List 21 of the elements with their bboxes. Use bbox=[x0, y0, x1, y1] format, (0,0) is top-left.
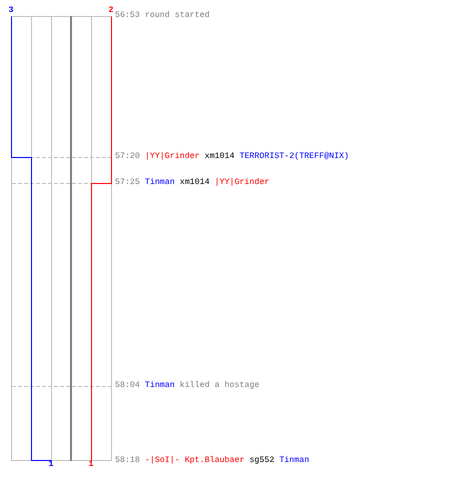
timestamp: 57:20 bbox=[115, 152, 140, 162]
timestamp: 57:25 bbox=[115, 178, 140, 188]
player-name: TERRORIST-2(TREFF@NIX) bbox=[239, 152, 350, 162]
timestamp: 58:18 bbox=[115, 456, 140, 466]
weapon-name: xm1014 bbox=[180, 178, 210, 188]
player-name: Tinman bbox=[279, 456, 310, 466]
timestamp: 58:04 bbox=[115, 381, 140, 391]
timestamp: 56:53 bbox=[115, 11, 140, 21]
player-count-label: 3 bbox=[8, 6, 14, 16]
weapon-name: xm1014 bbox=[204, 152, 234, 162]
player-count-label: 1 bbox=[88, 460, 94, 470]
player-name: Tinman bbox=[144, 178, 175, 188]
weapon-name: sg552 bbox=[249, 456, 274, 466]
player-name: |YY|Grinder bbox=[144, 152, 200, 162]
event-text: killed a hostage bbox=[180, 381, 260, 391]
player-name: -|SoI|- Kpt.Blaubaer bbox=[144, 456, 244, 466]
player-name: Tinman bbox=[144, 381, 175, 391]
player-count-label: 2 bbox=[108, 6, 114, 16]
player-count-label: 1 bbox=[48, 460, 54, 470]
event-text: round started bbox=[144, 11, 210, 21]
player-name: |YY|Grinder bbox=[214, 178, 270, 188]
